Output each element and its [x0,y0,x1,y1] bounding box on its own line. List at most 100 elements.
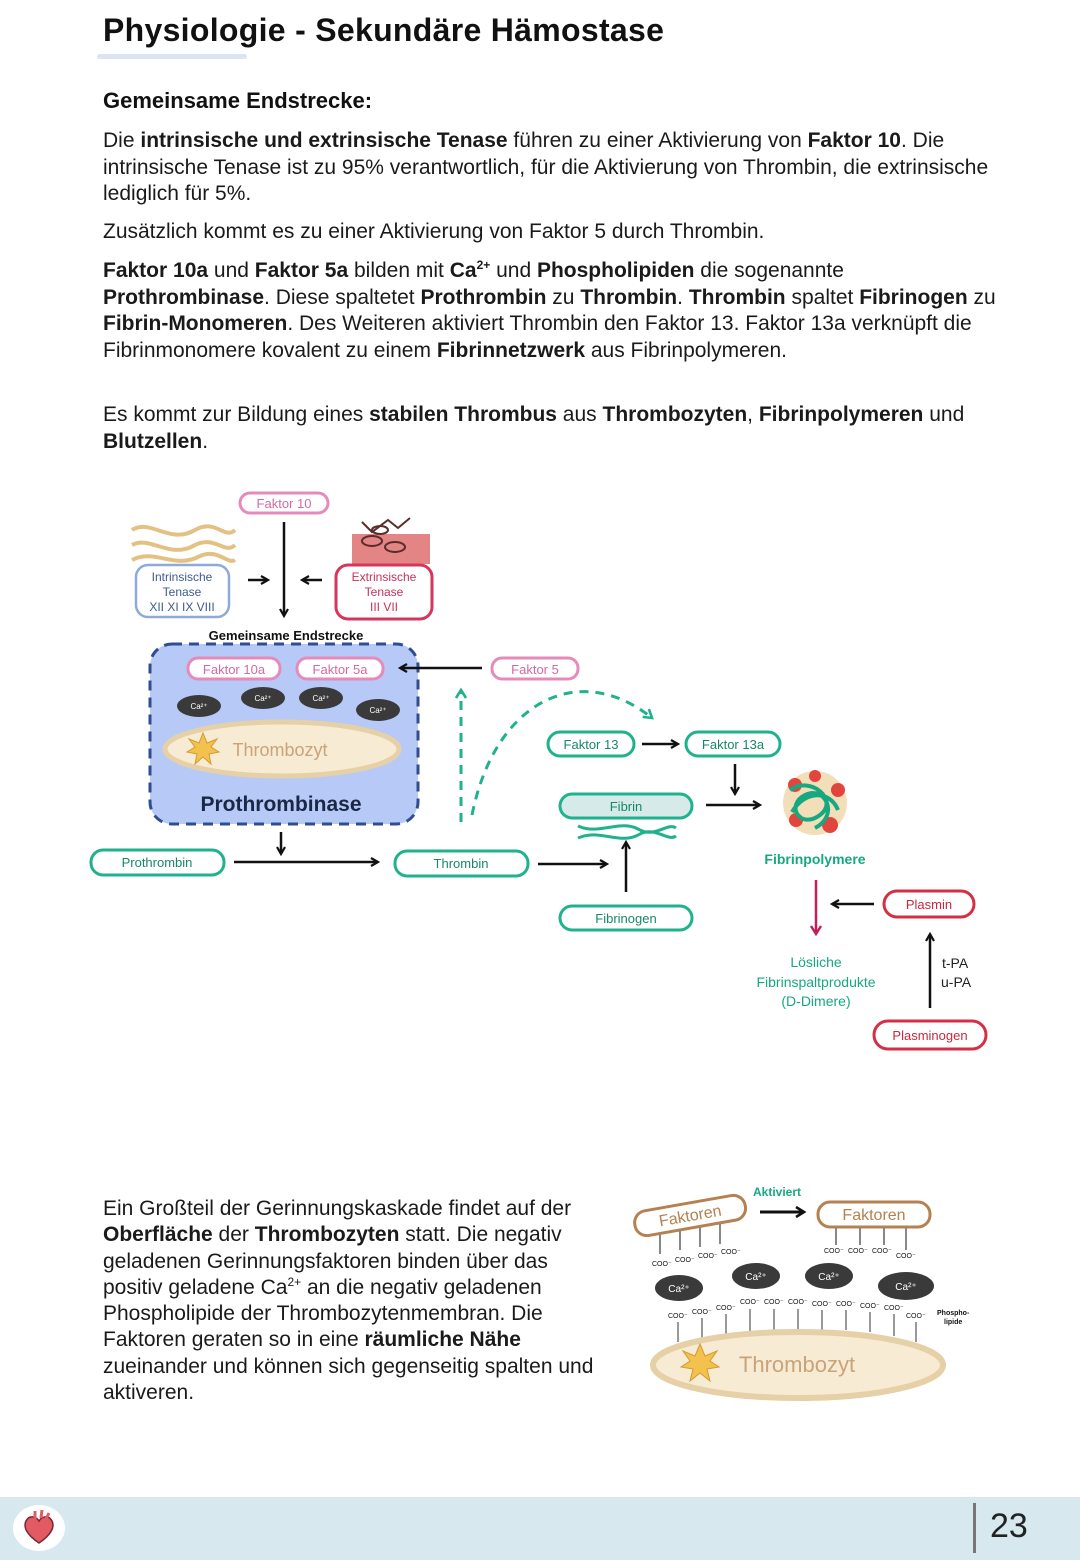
faktor10-node: Faktor 10 [238,491,330,515]
footer-divider [973,1503,976,1553]
svg-text:Fibrinogen: Fibrinogen [595,911,656,926]
svg-text:Faktor 5: Faktor 5 [511,662,559,677]
phospholipid-heads: COO⁻ COO⁻ COO⁻ COO⁻ COO⁻ COO⁻ COO⁻ COO⁻ … [668,1299,926,1320]
products-line1: Lösliche [790,954,842,970]
svg-text:COO⁻: COO⁻ [884,1305,904,1312]
svg-text:COO⁻: COO⁻ [764,1299,784,1306]
svg-text:Plasminogen: Plasminogen [892,1028,967,1043]
page-title: Physiologie - Sekundäre Hämostase [103,12,665,48]
prothrombin-node: Prothrombin [89,848,226,877]
svg-text:COO⁻: COO⁻ [675,1257,695,1264]
platelet-star-icon [185,731,221,766]
svg-text:Thrombozyt: Thrombozyt [739,1352,855,1377]
svg-text:Thrombozyt: Thrombozyt [232,740,327,760]
svg-text:Ca²⁺: Ca²⁺ [818,1272,839,1283]
svg-text:Tenase: Tenase [365,585,404,599]
page-footer: 23 [0,1497,1080,1560]
factor-stalks-right [835,1227,907,1250]
fibrinogen-node: Fibrinogen [558,904,694,932]
svg-text:Ca²⁺: Ca²⁺ [745,1272,766,1283]
plasmin-node: Plasmin [882,889,976,919]
collagen-fibers-icon [130,524,237,563]
paragraph-prothrombinase: Faktor 10a und Faktor 5a bilden mit Ca2+… [103,258,996,362]
faktor13-node: Faktor 13 [546,730,636,758]
title-underline [97,54,247,59]
svg-text:Thrombin: Thrombin [434,856,489,871]
factors-right-node: Faktoren [816,1200,932,1229]
svg-text:Ca²⁺: Ca²⁺ [369,706,386,715]
tpa-label: t-PA [942,955,969,971]
svg-text:COO⁻: COO⁻ [668,1313,688,1320]
heart-icon [24,1509,54,1544]
svg-text:Faktor 5a: Faktor 5a [313,662,369,677]
prothrombinase-complex: Faktor 10a Faktor 5a Ca²⁺ Ca²⁺ Ca²⁺ Ca²⁺… [148,642,420,826]
coagulation-diagram: Faktor 10 Intrinsische Tenase XII XI IX … [89,491,988,1051]
products-line2: Fibrinspaltprodukte [756,974,875,990]
paragraph-faktor5: Zusätzlich kommt es zu einer Aktivierung… [103,220,765,243]
upa-label: u-PA [941,974,972,990]
svg-text:COO⁻: COO⁻ [740,1299,760,1306]
thrombin-node: Thrombin [393,849,530,878]
tissue-cells-icon [352,517,430,564]
paragraph-thrombus: Es kommt zur Bildung eines stabilen Thro… [103,403,965,453]
svg-text:COO⁻: COO⁻ [836,1301,856,1308]
svg-text:Plasmin: Plasmin [906,897,952,912]
svg-text:Phospho-: Phospho- [937,1310,970,1317]
svg-text:Extrinsische: Extrinsische [352,570,417,584]
svg-text:COO⁻: COO⁻ [848,1248,868,1255]
fibrinpolymere-label: Fibrinpolymere [764,851,865,867]
svg-text:COO⁻: COO⁻ [860,1303,880,1310]
svg-text:Ca²⁺: Ca²⁺ [895,1282,916,1293]
svg-text:COO⁻: COO⁻ [716,1305,736,1312]
svg-text:COO⁻: COO⁻ [906,1313,926,1320]
svg-text:Ca²⁺: Ca²⁺ [668,1284,689,1295]
common-pathway-label: Gemeinsame Endstrecke [209,628,364,643]
svg-text:COO⁻: COO⁻ [872,1248,892,1255]
svg-text:COO⁻: COO⁻ [824,1248,844,1255]
svg-text:Tenase: Tenase [163,585,202,599]
svg-text:COO⁻: COO⁻ [652,1261,672,1268]
platelet-body [650,1329,946,1401]
svg-text:XII XI IX VIII: XII XI IX VIII [149,600,214,614]
svg-text:Prothrombinase: Prothrombinase [200,793,361,816]
svg-text:Faktor 13a: Faktor 13a [702,737,765,752]
fibrin-clot-icon [783,770,847,835]
svg-text:COO⁻: COO⁻ [788,1299,808,1306]
svg-text:Faktor 10a: Faktor 10a [203,662,266,677]
phospholipid-tails [677,1309,917,1342]
calcium-ion [655,1275,703,1301]
svg-text:Faktor 10: Faktor 10 [257,496,312,511]
section-heading: Gemeinsame Endstrecke: [103,88,373,113]
platelet-star-icon [679,1342,721,1383]
svg-text:COO⁻: COO⁻ [896,1253,916,1260]
svg-text:COO⁻: COO⁻ [692,1309,712,1316]
extrinsic-tenase-node: Extrinsische Tenase III VII [334,563,434,621]
plasminogen-node: Plasminogen [872,1019,988,1051]
factors-left-node: Faktoren [633,1193,748,1238]
svg-text:lipide: lipide [944,1319,962,1326]
svg-text:Fibrin: Fibrin [610,799,643,814]
svg-text:Prothrombin: Prothrombin [122,855,193,870]
svg-text:Faktor 13: Faktor 13 [564,737,619,752]
platelet-surface-paragraph: Ein Großteil der Gerinnungskaskade finde… [103,1197,594,1405]
svg-text:Ca²⁺: Ca²⁺ [190,702,207,711]
svg-text:Faktoren: Faktoren [842,1207,905,1224]
svg-text:III VII: III VII [370,600,398,614]
calcium-ion [878,1272,934,1300]
membrane-diagram: Aktiviert Faktoren COO⁻ COO⁻ COO⁻ COO⁻ F… [633,1185,970,1401]
svg-text:COO⁻: COO⁻ [721,1249,741,1256]
products-line3: (D-Dimere) [781,993,850,1009]
svg-text:COO⁻: COO⁻ [698,1253,718,1260]
heart-logo [13,1505,65,1551]
faktor5-node: Faktor 5 [490,656,580,681]
calcium-ion [805,1263,853,1289]
page-number: 23 [990,1507,1028,1545]
calcium-ion [732,1263,780,1289]
faktor13a-node: Faktor 13a [684,730,782,758]
aktiviert-label: Aktiviert [753,1185,801,1199]
svg-text:Intrinsische: Intrinsische [152,570,213,584]
fibrin-strands-icon [577,824,677,840]
factor-stalks-left [659,1224,721,1254]
svg-text:Ca²⁺: Ca²⁺ [254,694,271,703]
svg-text:COO⁻: COO⁻ [812,1301,832,1308]
